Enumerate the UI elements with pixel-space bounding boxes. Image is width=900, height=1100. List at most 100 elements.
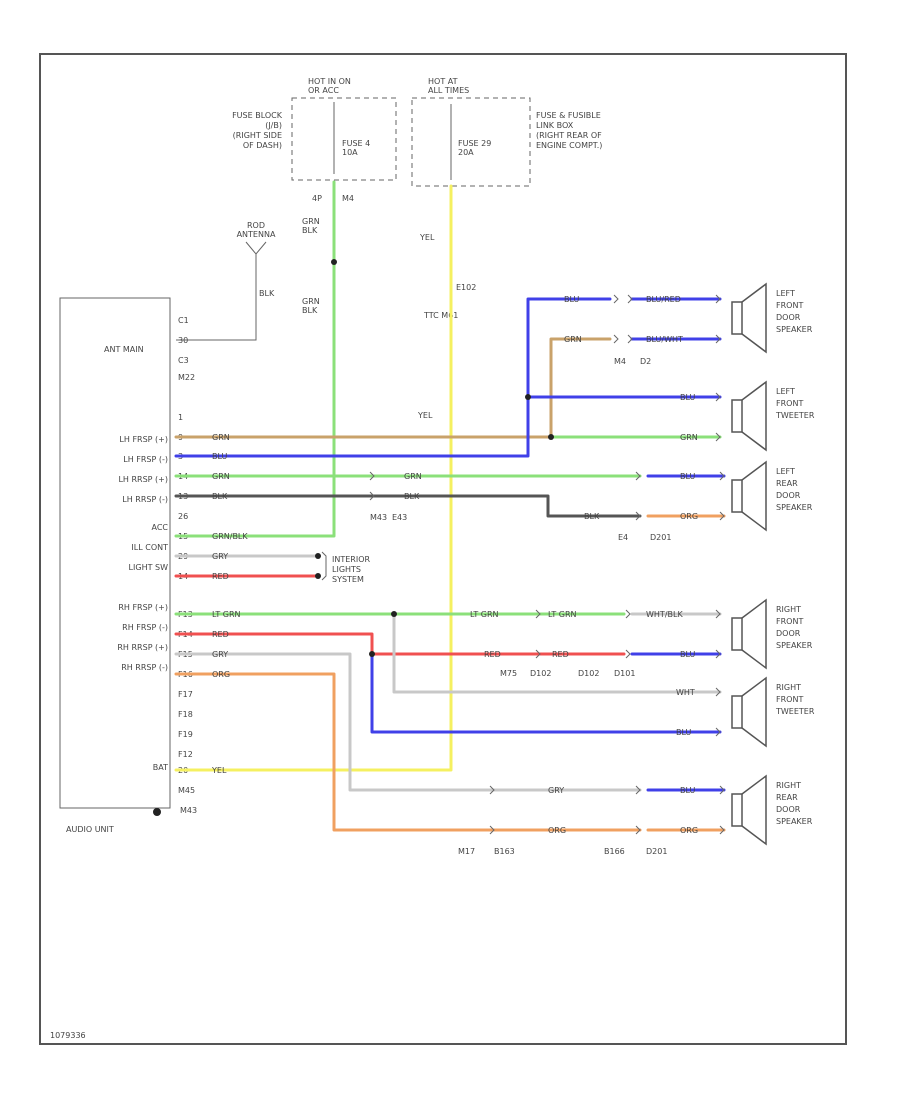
audio-pin-label: ILL CONT bbox=[131, 543, 168, 552]
audio-pin-label: RH FRSP (-) bbox=[122, 623, 168, 632]
audio-pin-number: 30 bbox=[178, 336, 188, 345]
connector-marker bbox=[719, 471, 725, 481]
wire-layer bbox=[174, 180, 726, 832]
audio-pin-label: RH RRSP (-) bbox=[121, 663, 168, 672]
audio-pin-number: 26 bbox=[178, 512, 188, 521]
audio-pin-number: M45 bbox=[178, 786, 195, 795]
lbl-red: RED bbox=[484, 650, 501, 659]
pin-4p: 4P bbox=[312, 194, 322, 203]
lbl-yel: YEL bbox=[211, 766, 227, 775]
connector-marker bbox=[635, 825, 641, 835]
connector-marker bbox=[627, 334, 633, 344]
wire-rh-frsp-minus bbox=[174, 632, 626, 656]
lbl-wht: WHT bbox=[676, 688, 695, 697]
lbl-org: ORG bbox=[548, 826, 566, 835]
ground-icon bbox=[153, 808, 161, 816]
connector-marker bbox=[715, 687, 721, 697]
lbl-blk: BLK bbox=[212, 492, 228, 501]
lbl-blu: BLU bbox=[676, 728, 692, 737]
audio-pin-label: LH RRSP (+) bbox=[118, 475, 168, 484]
lbl-blu: BLU bbox=[564, 295, 580, 304]
connector-marker bbox=[635, 471, 641, 481]
conn-d2: D2 bbox=[640, 357, 651, 366]
conn-d101: D101 bbox=[614, 669, 635, 678]
ground-connector: M43 bbox=[180, 806, 197, 815]
connector-marker bbox=[719, 511, 725, 521]
connector-marker bbox=[715, 649, 721, 659]
wire-color-labels: GRN BLU GRN BLK GRN BLK GRN/BLK GRY RED … bbox=[211, 295, 698, 835]
lbl-grn: GRN bbox=[212, 472, 230, 481]
connector-marker bbox=[715, 727, 721, 737]
audio-pin-label: LH FRSP (-) bbox=[123, 455, 168, 464]
lbl-blu: BLU bbox=[680, 393, 696, 402]
lbl-red: RED bbox=[212, 630, 229, 639]
lbl-lt-grn: LT GRN bbox=[470, 610, 499, 619]
lbl-org: ORG bbox=[680, 512, 698, 521]
e102-label: E102 bbox=[456, 283, 476, 292]
interior-lights-bracket bbox=[321, 551, 327, 581]
connector-marker bbox=[625, 649, 631, 659]
fuse-block-box bbox=[291, 97, 397, 181]
audio-pin-number: F19 bbox=[178, 730, 193, 739]
splice-dot bbox=[525, 394, 531, 400]
speaker-icon bbox=[731, 774, 767, 846]
wire-grn-blk-acc bbox=[174, 180, 336, 538]
conn-b163: B163 bbox=[494, 847, 515, 856]
antenna-wire bbox=[176, 254, 257, 341]
connector-marker bbox=[635, 511, 641, 521]
conn-e43: E43 bbox=[392, 513, 407, 522]
splice-dot bbox=[391, 611, 397, 617]
audio-pin-label: RH FRSP (+) bbox=[118, 603, 168, 612]
diagram-frame bbox=[39, 53, 847, 1045]
connector-marker bbox=[715, 609, 721, 619]
lbl-blu: BLU bbox=[680, 650, 696, 659]
connector-marker bbox=[715, 392, 721, 402]
conn-m17: M17 bbox=[458, 847, 475, 856]
lbl-grn: GRN bbox=[212, 433, 230, 442]
audio-pin-number: F18 bbox=[178, 710, 193, 719]
conn-b166: B166 bbox=[604, 847, 625, 856]
wire-yel-bat bbox=[174, 184, 453, 772]
connector-marker bbox=[369, 471, 375, 481]
splice-dot bbox=[369, 651, 375, 657]
connector-marker bbox=[535, 649, 541, 659]
wire-label-yel-lower: YEL bbox=[417, 411, 433, 420]
connector-marker bbox=[715, 294, 721, 304]
wire-rh-rrsp-plus bbox=[174, 652, 642, 792]
lbl-gry: GRY bbox=[212, 650, 228, 659]
wire-rh-rrsp-minus bbox=[174, 672, 642, 832]
antenna-wire-label: BLK bbox=[259, 289, 275, 298]
lbl-red: RED bbox=[212, 572, 229, 581]
lbl-blu-wht: BLU/WHT bbox=[646, 335, 683, 344]
splice-dot bbox=[548, 434, 554, 440]
lbl-blk: BLK bbox=[404, 492, 420, 501]
lbl-blu: BLU bbox=[212, 452, 228, 461]
speaker-icon bbox=[731, 598, 767, 670]
conn-d201: D201 bbox=[646, 847, 667, 856]
audio-pin-number: F12 bbox=[178, 750, 193, 759]
audio-pin-labels: LH FRSP (+)LH FRSP (-)LH RRSP (+)LH RRSP… bbox=[117, 435, 168, 772]
audio-pin-label: RH RRSP (+) bbox=[117, 643, 168, 652]
antenna-icon bbox=[245, 241, 267, 255]
lbl-gry: GRY bbox=[548, 786, 564, 795]
conn-d102: D102 bbox=[578, 669, 599, 678]
audio-pin-number: C1 bbox=[178, 316, 189, 325]
wire-lh-rrsp-minus bbox=[174, 494, 642, 518]
lbl-blk: BLK bbox=[584, 512, 600, 521]
lbl-red: RED bbox=[552, 650, 569, 659]
audio-unit-box bbox=[59, 297, 171, 809]
